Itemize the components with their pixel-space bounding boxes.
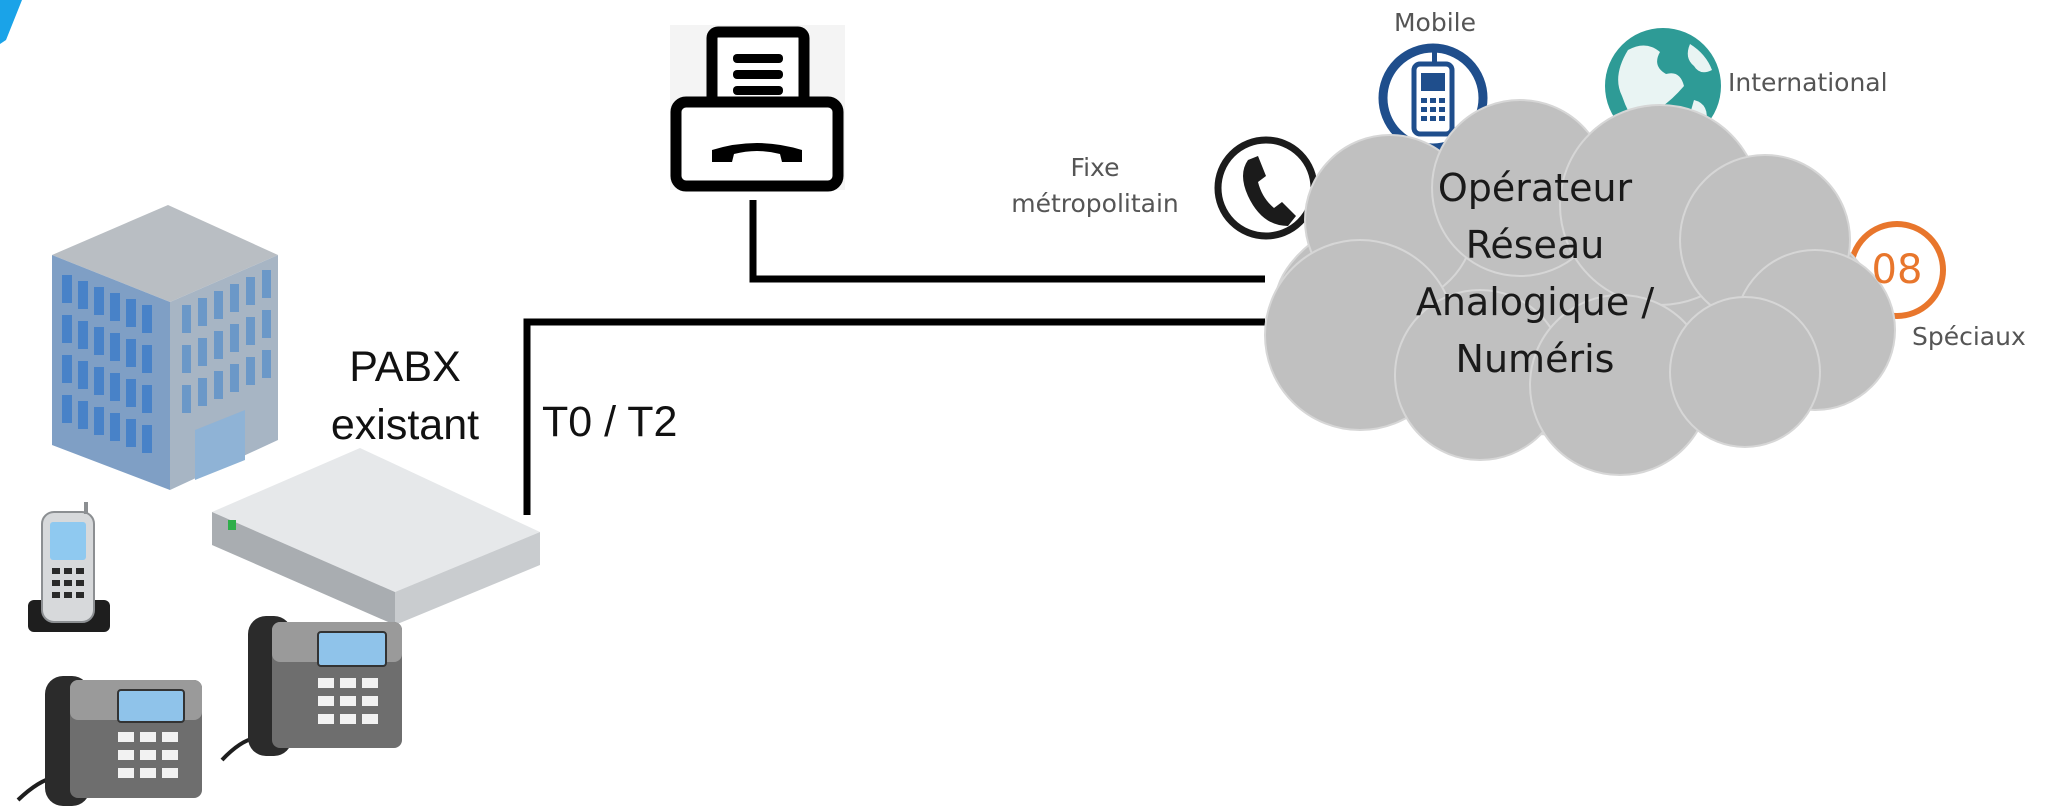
fax-line <box>749 200 1265 283</box>
desk-phone-icon <box>16 676 202 806</box>
operator-network-cloud <box>1264 99 1896 476</box>
fax-icon <box>670 25 845 192</box>
fixe-label: Fixe métropolitain <box>990 150 1200 222</box>
mobile-label: Mobile <box>1393 8 1476 37</box>
cloud-label-line2: Réseau <box>1465 223 1605 267</box>
fixe-label-line1: Fixe <box>1070 153 1120 182</box>
cloud-label-line1: Opérateur <box>1437 166 1633 210</box>
cloud-label-line3: Analogique / <box>1415 280 1655 324</box>
cloud-label-line4: Numéris <box>1455 337 1615 381</box>
mobile-phone-icon <box>1378 43 1488 153</box>
connection-lines <box>523 200 1265 515</box>
pabx-label: PABX existant <box>300 338 510 454</box>
special-badge-text: 08 <box>1871 247 1923 293</box>
pabx-label-line2: existant <box>330 401 480 449</box>
building-icon <box>52 205 278 490</box>
pabx-box-icon <box>212 448 540 625</box>
pabx-label-line1: PABX <box>349 343 461 391</box>
international-label: International <box>1728 68 1888 97</box>
speciaux-label: Spéciaux <box>1912 322 2026 351</box>
link-type-label: T0 / T2 <box>542 398 678 446</box>
pabx-trunk-line <box>523 318 1265 515</box>
desk-phone-icon <box>220 616 402 762</box>
cloud-label: Opérateur Réseau Analogique / Numéris <box>1390 160 1680 388</box>
fixe-label-line2: métropolitain <box>1011 189 1179 218</box>
accent-corner-shape <box>0 0 22 44</box>
fixed-phone-icon <box>1214 136 1318 240</box>
cordless-phone-icon <box>28 502 110 632</box>
